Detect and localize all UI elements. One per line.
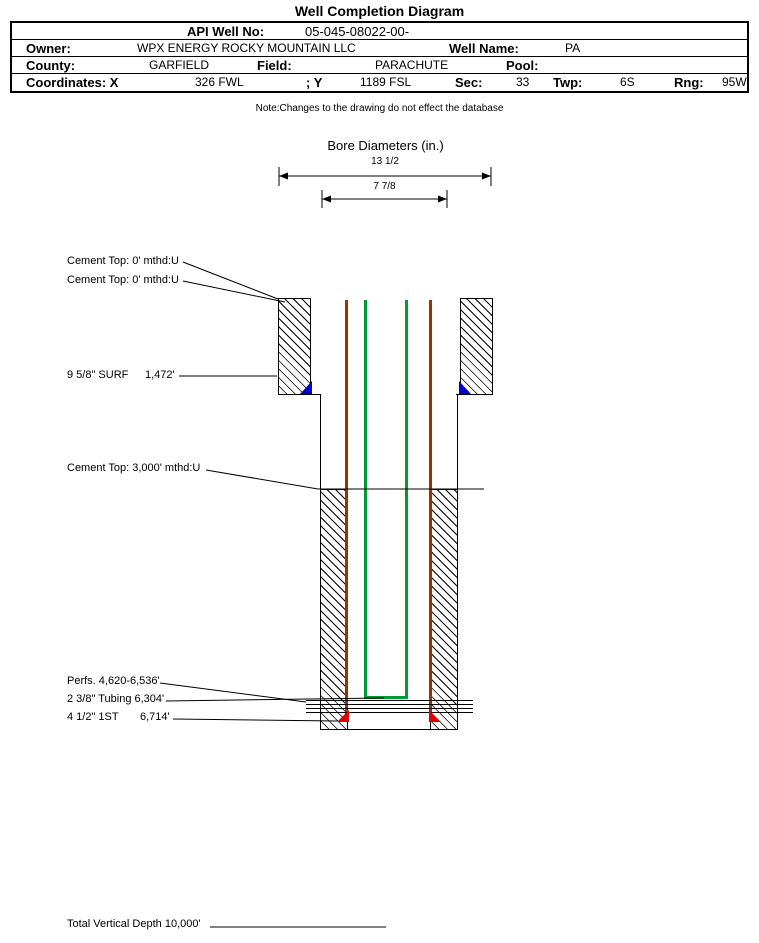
sec-label: Sec:	[455, 75, 483, 90]
x-value: 326 FWL	[195, 75, 244, 89]
perforation-line	[306, 712, 473, 713]
county-label: County:	[26, 58, 76, 73]
owner-label: Owner:	[26, 41, 71, 56]
production-casing-right	[429, 300, 432, 721]
table-row-api: API Well No: 05-045-08022-00-	[12, 23, 747, 40]
surface-casing-depth: 1,472'	[145, 369, 175, 381]
twp-value: 6S	[620, 75, 635, 89]
rng-value: 95W	[722, 75, 747, 89]
tubing-label: 2 3/8" Tubing 6,304'	[67, 693, 165, 705]
casing-ledge-left	[311, 394, 321, 395]
database-note: Note:Changes to the drawing do not effec…	[255, 103, 504, 114]
perforation-line	[306, 700, 473, 701]
borehole-wall-right	[457, 394, 458, 730]
coordinates-label: Coordinates: X	[26, 75, 119, 90]
production-cement-right	[430, 489, 458, 730]
cement-top-3000-label: Cement Top: 3,000' mthd:U	[67, 462, 201, 474]
sec-value: 33	[516, 75, 530, 89]
production-cement-left	[320, 489, 348, 730]
y-value: 1189 FSL	[360, 75, 412, 89]
dim-outer-label: 13 1/2	[371, 156, 399, 167]
borehole-wall-left	[320, 394, 321, 730]
twp-label: Twp:	[553, 75, 583, 90]
pool-label: Pool:	[506, 58, 539, 73]
page-title: Well Completion Diagram	[294, 3, 465, 19]
county-value: GARFIELD	[149, 58, 210, 72]
rng-label: Rng:	[674, 75, 704, 90]
cement-top-0-label-1: Cement Top: 0' mthd:U	[67, 255, 179, 267]
tubing-bottom	[364, 696, 408, 699]
cement-top-0-label-2: Cement Top: 0' mthd:U	[67, 274, 179, 286]
bore-diameters-heading: Bore Diameters (in.)	[327, 138, 444, 153]
surface-casing-label: 9 5/8" SURF	[67, 369, 129, 381]
well-name-value: PA	[565, 41, 581, 55]
table-row-county: County: GARFIELD Field: PARACHUTE Pool:	[12, 57, 747, 74]
field-label: Field:	[257, 58, 292, 73]
well-name-label: Well Name:	[449, 41, 519, 56]
tubing-right	[405, 300, 408, 699]
api-value: 05-045-08022-00-	[305, 24, 410, 39]
table-row-owner: Owner: WPX ENERGY ROCKY MOUNTAIN LLC Wel…	[12, 40, 747, 57]
production-casing-label: 4 1/2" 1ST	[67, 711, 119, 723]
surface-cement-right	[460, 298, 493, 395]
dim-inner-label: 7 7/8	[373, 181, 396, 192]
y-label: ; Y	[306, 75, 323, 90]
api-label: API Well No:	[187, 24, 265, 39]
perforations-label: Perfs. 4,620-6,536'	[67, 675, 160, 687]
table-row-coordinates: Coordinates: X 326 FWL ; Y 1189 FSL Sec:…	[12, 74, 747, 91]
perforation-line	[306, 704, 473, 705]
production-casing-depth: 6,714'	[140, 711, 170, 723]
perforation-line	[306, 708, 473, 709]
production-casing-left	[345, 300, 348, 721]
borehole-bottom	[320, 729, 458, 730]
field-value: PARACHUTE	[375, 58, 449, 72]
owner-value: WPX ENERGY ROCKY MOUNTAIN LLC	[137, 41, 356, 55]
total-vertical-depth-label: Total Vertical Depth 10,000'	[67, 918, 201, 930]
surface-cement-left	[278, 298, 311, 395]
well-info-table: API Well No: 05-045-08022-00- Owner: WPX…	[10, 21, 749, 93]
tubing-left	[364, 300, 367, 699]
casing-ledge-right	[456, 394, 461, 395]
